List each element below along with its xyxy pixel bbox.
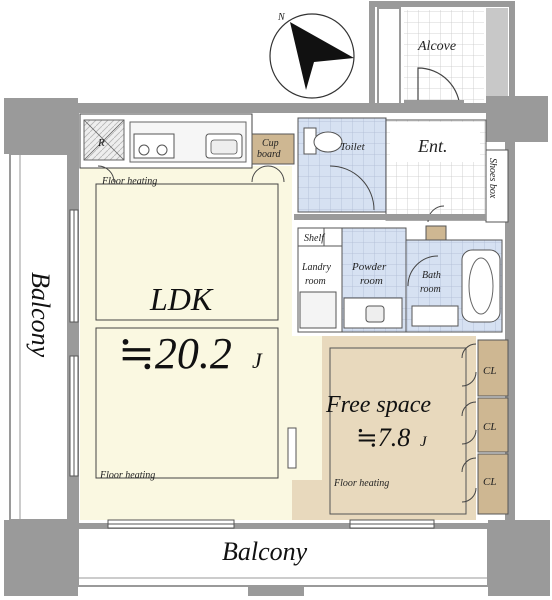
shelf-label: Shelf bbox=[304, 233, 325, 244]
closet-label-2: CL bbox=[483, 421, 496, 433]
cupboard bbox=[251, 133, 295, 165]
closet-label-1: CL bbox=[483, 365, 496, 377]
balcony-bottom-label: Balcony bbox=[222, 537, 308, 566]
free-space-label: Free space bbox=[325, 392, 431, 418]
free-space-area-label: ≒7.8 bbox=[356, 423, 410, 452]
compass-label: N bbox=[277, 12, 286, 23]
balcony-bottom-area bbox=[77, 527, 489, 587]
shoes-box-label: Shoes box bbox=[487, 158, 498, 199]
compass bbox=[269, 13, 355, 99]
ldk-room bbox=[80, 166, 322, 520]
powder-label-line1: Powder bbox=[351, 261, 387, 273]
toilet-room bbox=[297, 117, 387, 213]
laundry-label-line1: Landry bbox=[301, 262, 331, 273]
alcove-label: Alcove bbox=[417, 39, 456, 54]
corridor-wall bbox=[294, 214, 486, 220]
balcony-left-label: Balcony bbox=[26, 272, 55, 358]
ldk-area-label: ≒20.2 bbox=[118, 329, 232, 378]
ldk-label: LDK bbox=[149, 281, 214, 317]
windows bbox=[69, 209, 435, 529]
cupboard-label-line1: Cup bbox=[262, 138, 279, 149]
free-space-room bbox=[287, 336, 476, 520]
closets bbox=[461, 339, 509, 515]
alcove-area bbox=[369, 1, 515, 113]
entrance-area bbox=[385, 119, 509, 241]
balcony-left-area bbox=[9, 153, 69, 521]
bath-label-line2: room bbox=[420, 284, 441, 295]
bath-room bbox=[405, 239, 503, 333]
floor-heating-label-ldk-top: Floor heating bbox=[101, 176, 157, 187]
kitchen-counter bbox=[79, 113, 253, 169]
closet-label-3: CL bbox=[483, 476, 496, 488]
free-space-area-unit: J bbox=[420, 434, 428, 450]
powder-room bbox=[341, 227, 407, 333]
entrance-label: Ent. bbox=[417, 136, 448, 156]
powder-label-line2: room bbox=[360, 275, 383, 287]
floor-heating-label-free-space: Floor heating bbox=[333, 478, 389, 489]
refrigerator-label: R bbox=[97, 137, 105, 149]
ldk-doors bbox=[97, 165, 285, 183]
bath-label-line1: Bath bbox=[422, 270, 441, 281]
toilet-label: Toilet bbox=[340, 141, 366, 153]
cupboard-label-line2: board bbox=[257, 149, 282, 160]
laundry-room bbox=[297, 227, 343, 333]
laundry-label-line2: room bbox=[305, 276, 326, 287]
floor-heating-label-ldk-bottom: Floor heating bbox=[99, 470, 155, 481]
ldk-area-unit: J bbox=[252, 348, 263, 373]
